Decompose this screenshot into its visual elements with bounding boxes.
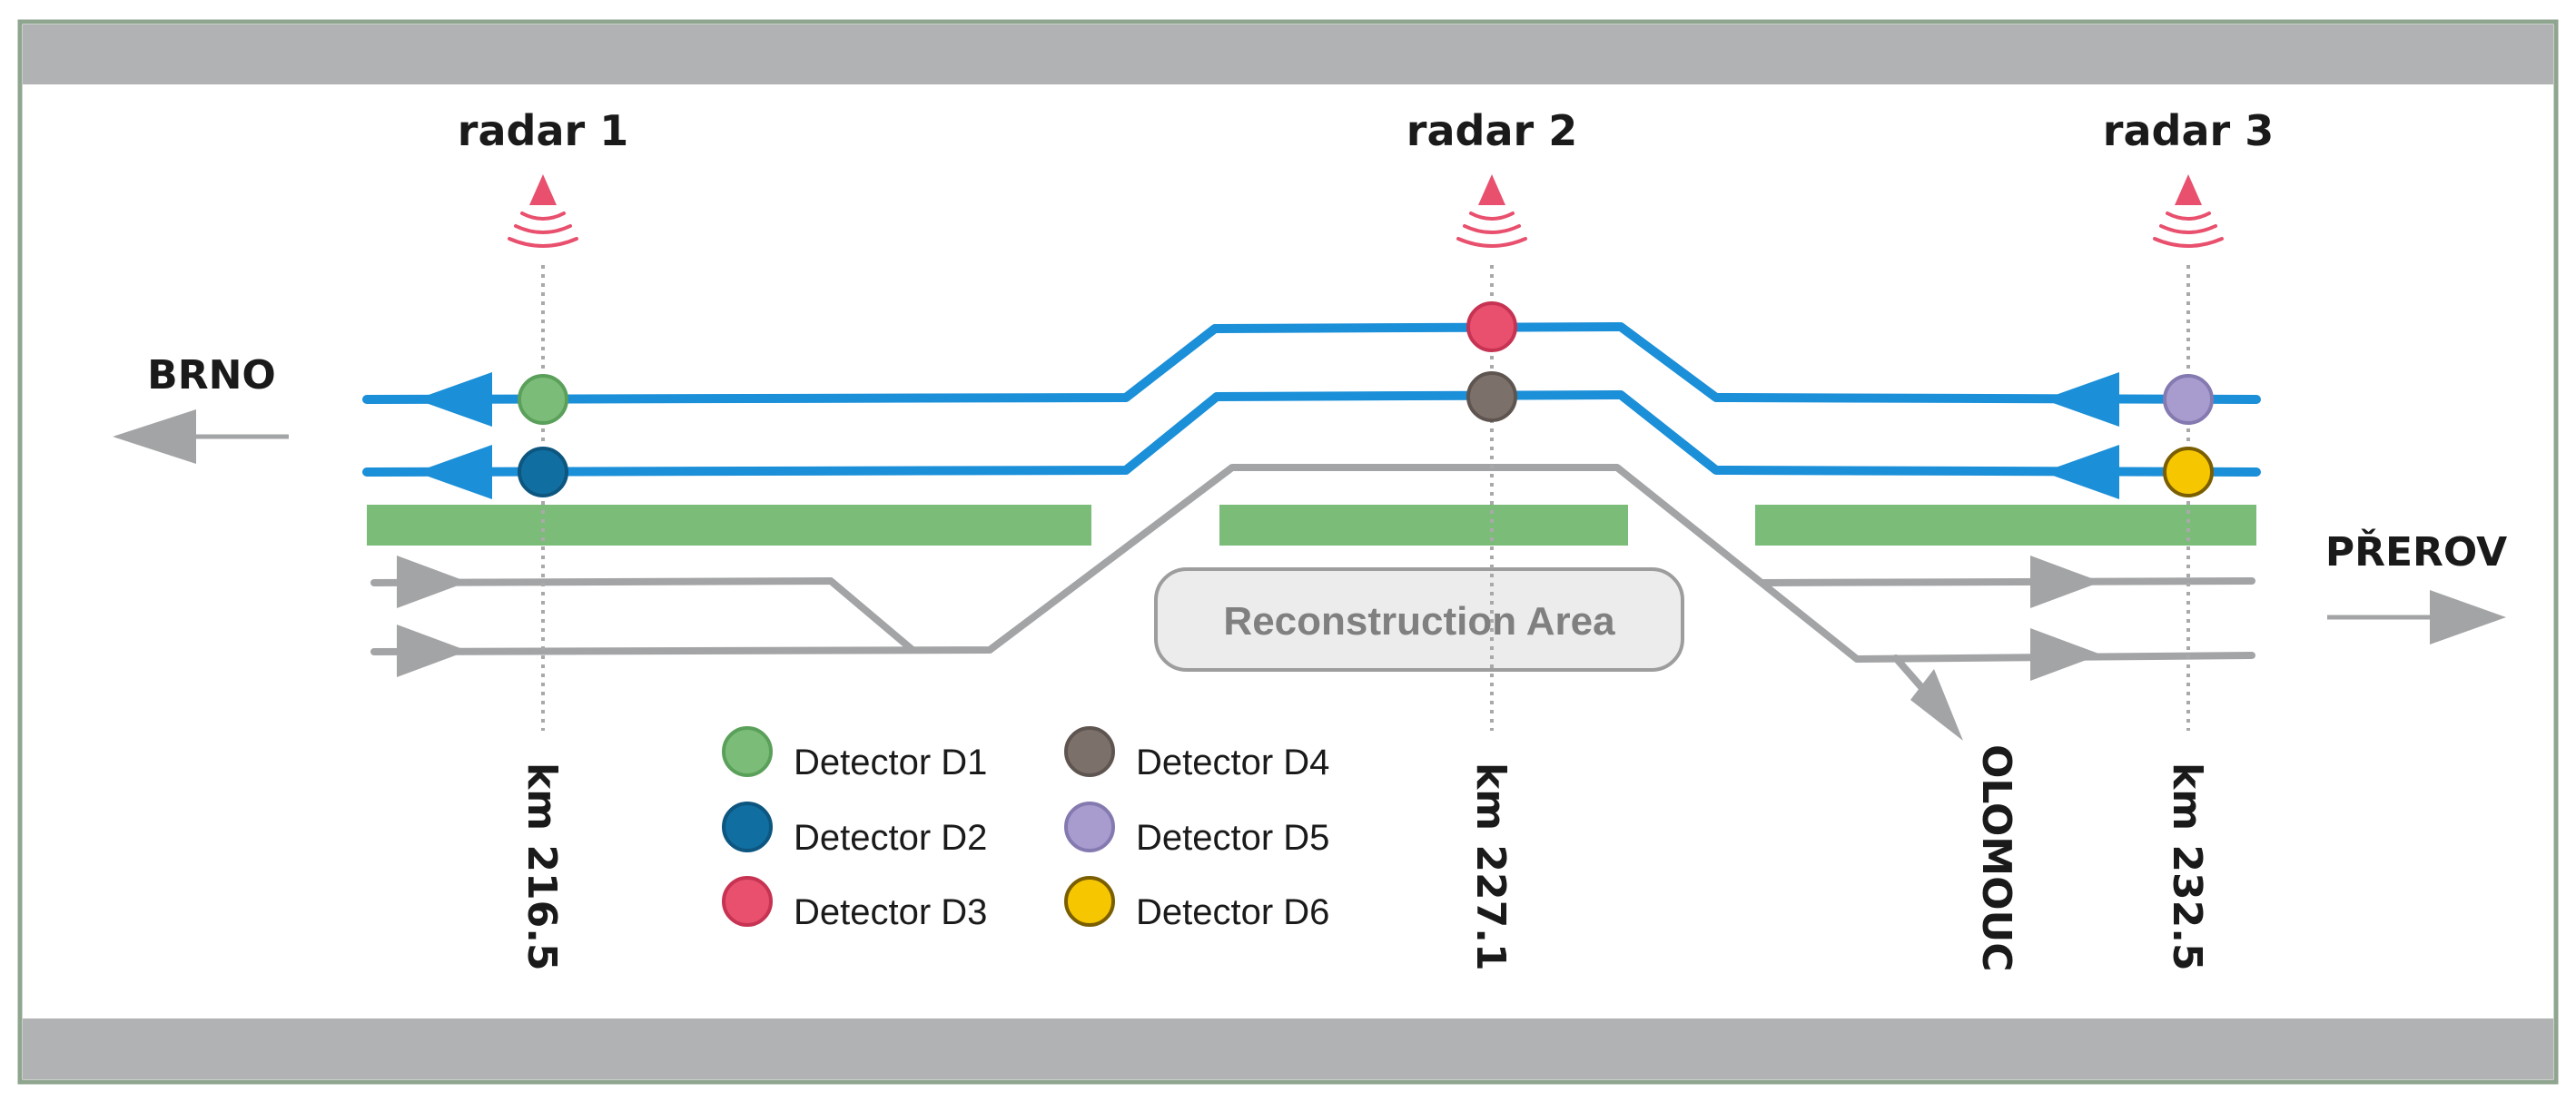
blue-arrowheads bbox=[416, 372, 2119, 499]
radar-signal-icon-wave bbox=[2166, 212, 2211, 221]
legend-label-d5: Detector D5 bbox=[1136, 818, 1329, 858]
direction-arrow-icon bbox=[416, 372, 492, 427]
legend-label-d3: Detector D3 bbox=[794, 892, 987, 932]
blue-track-upper bbox=[362, 322, 2261, 404]
platform-west bbox=[367, 505, 1091, 546]
direction-arrow-icon bbox=[2043, 445, 2119, 499]
radar-3-km-label: km 232.5 bbox=[2164, 763, 2210, 971]
legend-swatch-d1 bbox=[722, 726, 773, 777]
gray-track-upper-east bbox=[1760, 577, 2255, 586]
radar-3-label: radar 3 bbox=[2103, 106, 2274, 155]
legend-label-d4: Detector D4 bbox=[1136, 743, 1329, 782]
city-olomouc-label: OLOMOUC bbox=[1973, 744, 2019, 972]
radar-signal-icon-wave bbox=[1469, 212, 1515, 221]
direction-arrow-icon bbox=[397, 625, 468, 677]
top-band bbox=[23, 25, 2553, 84]
track-detectors bbox=[518, 301, 2214, 497]
legend-swatch-d2 bbox=[722, 802, 773, 852]
direction-arrow-icon bbox=[416, 445, 492, 499]
reconstruction-area: Reconstruction Area bbox=[1154, 567, 1684, 672]
legend-label-d6: Detector D6 bbox=[1136, 892, 1329, 932]
legend-swatch-d6 bbox=[1064, 876, 1115, 927]
radar-signal-icon bbox=[2153, 174, 2224, 248]
radar-signal-icon-beam bbox=[1478, 174, 1505, 205]
gray-track-main bbox=[370, 464, 2255, 663]
radar-signal-icon bbox=[1456, 174, 1527, 248]
platform-east bbox=[1755, 505, 2256, 546]
radar-signal-icon-wave bbox=[520, 212, 566, 221]
direction-arrow-icon bbox=[2030, 556, 2101, 608]
brno-arrow-head bbox=[113, 409, 196, 464]
detector-d4-marker bbox=[1466, 371, 1517, 422]
legend-label-d2: Detector D2 bbox=[794, 818, 987, 858]
platform-center bbox=[1219, 505, 1628, 546]
radar-signal-icon bbox=[508, 174, 578, 248]
city-brno-label: BRNO bbox=[147, 352, 276, 398]
direction-arrow-icon bbox=[397, 556, 468, 608]
detector-d1-marker bbox=[518, 374, 568, 425]
legend-swatch-d4 bbox=[1064, 726, 1115, 777]
legend-swatch-d5 bbox=[1064, 802, 1115, 852]
radar-signal-icon-wave bbox=[1456, 237, 1527, 248]
radar-1-label: radar 1 bbox=[458, 106, 628, 155]
radar-signal-icon-wave bbox=[2153, 237, 2224, 248]
radar-signal-icon-beam bbox=[2175, 174, 2202, 205]
prerov-arrow-icon bbox=[2327, 590, 2506, 644]
legend-label-d1: Detector D1 bbox=[794, 743, 987, 782]
city-prerov-label: PŘEROV bbox=[2325, 527, 2507, 576]
detector-d2-marker bbox=[518, 447, 568, 497]
detector-d3-marker bbox=[1466, 301, 1517, 352]
direction-arrow-icon bbox=[2043, 372, 2119, 427]
radar-signal-icon-wave bbox=[514, 224, 572, 234]
gray-arrowheads bbox=[397, 556, 2101, 741]
bottom-band bbox=[23, 1018, 2553, 1079]
diagram-frame bbox=[17, 19, 2559, 1085]
radar-signal-icon-wave bbox=[508, 237, 578, 248]
detector-d5-marker bbox=[2163, 374, 2214, 425]
gray-tracks bbox=[370, 464, 2255, 721]
radar-2-label: radar 2 bbox=[1406, 106, 1577, 155]
radar-2-km-label: km 227.1 bbox=[1467, 763, 1514, 971]
legend-swatch-d3 bbox=[722, 876, 773, 927]
gray-track-upper-west bbox=[370, 577, 916, 654]
reconstruction-area-box bbox=[1154, 567, 1684, 672]
reconstruction-area-label: Reconstruction Area bbox=[1223, 599, 1615, 644]
radar-signal-icon-beam bbox=[529, 174, 557, 205]
olomouc-arrow-icon bbox=[1910, 669, 1963, 741]
blue-tracks bbox=[362, 322, 2261, 477]
brno-arrow-icon bbox=[113, 409, 289, 464]
radar-signal-icon-wave bbox=[2159, 224, 2217, 234]
radar-signal-icon-wave bbox=[1463, 224, 1521, 234]
direction-arrow-icon bbox=[2030, 628, 2101, 681]
radar-1-km-label: km 216.5 bbox=[518, 763, 565, 971]
detector-d6-marker bbox=[2163, 447, 2214, 497]
blue-track-lower bbox=[362, 390, 2261, 477]
prerov-arrow-head bbox=[2430, 590, 2506, 644]
detector-legend: Detector D1 Detector D2 Detector D3 Dete… bbox=[722, 726, 1329, 932]
